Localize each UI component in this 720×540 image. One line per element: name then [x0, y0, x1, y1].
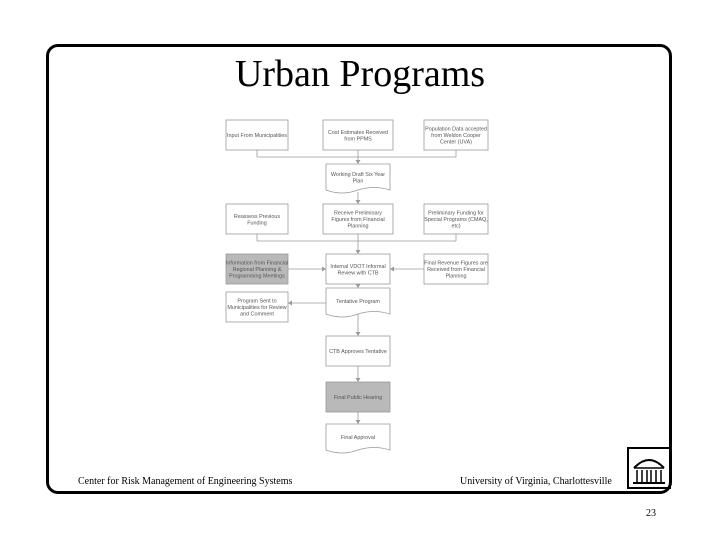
flow-node-ctb-approves-tentative: CTB Approves Tentative [325, 335, 391, 367]
flow-node-box [225, 203, 289, 235]
flow-node-box [325, 253, 391, 285]
flow-node-box [423, 203, 489, 235]
flow-node-label: Population Data accepted [425, 127, 487, 133]
flow-node-label: Planning [348, 224, 369, 230]
flow-node-box [423, 119, 489, 151]
footer-organization: Center for Risk Management of Engineerin… [78, 476, 293, 487]
flow-node-label: Input From Municipalities [227, 133, 287, 139]
flow-node-label: Figures from Financial [331, 217, 384, 223]
flow-node-label: Final Public Hearing [334, 395, 382, 401]
flow-node-label: and Comment [240, 312, 274, 318]
flow-node-label: from PPMS [344, 136, 372, 142]
connector-arrowhead [355, 160, 361, 164]
slide-title: Urban Programs [234, 53, 486, 95]
footer-university: University of Virginia, Charlottesville [460, 476, 612, 487]
flow-node-label: Information from Financial [226, 261, 288, 267]
flow-node-label: Regional Planning & [233, 267, 282, 273]
flow-node-label: Program Sent to [237, 299, 276, 305]
flow-node-label: Special Programs (CMAQ, [424, 217, 488, 223]
connector-arrowhead [355, 420, 361, 424]
flow-node-label: Plan [353, 178, 364, 184]
connector-arrowhead [355, 378, 361, 382]
slide-frame [46, 44, 672, 494]
flow-node-label: Working Draft Six Year [331, 172, 385, 178]
flow-node-label: Funding [247, 220, 266, 226]
flow-node-label: from Weldon Cooper [431, 133, 481, 139]
connector-arrowhead [288, 300, 292, 306]
flow-node-final-approval: Final Approval [325, 423, 391, 454]
flow-node-label: Programming Meetings [229, 274, 285, 280]
flow-node-label: Review with CTB [337, 270, 378, 276]
flow-node-box [225, 253, 289, 285]
flow-node-label: etc) [452, 224, 461, 230]
flow-node-box [322, 203, 394, 235]
flow-node-tentative-program: Tentative Program [325, 287, 391, 318]
flow-node-label: Tentative Program [336, 299, 380, 305]
flow-node-box [225, 291, 289, 323]
connector-arrowhead [322, 266, 326, 272]
flow-node-box [325, 423, 391, 454]
connector-arrowhead [355, 284, 361, 288]
connector-arrowhead [390, 266, 394, 272]
flow-node-label: Internal VDOT Informal [330, 264, 385, 270]
flow-node-box [322, 119, 394, 151]
flow-node-label: Municipalities for Review [227, 305, 286, 311]
flow-node-label: Cost Estimates Received [328, 130, 388, 136]
flow-node-label: Receive Preliminary [334, 211, 382, 217]
flow-node-label: Reassess Previous [234, 214, 280, 220]
flow-node-box [225, 119, 289, 151]
flow-node-input-from-municipalities: Input From Municipalities [225, 119, 289, 151]
flow-node-box [325, 335, 391, 367]
connector-arrowhead [355, 200, 361, 204]
flow-node-final-public-hearing: Final Public Hearing [325, 381, 391, 413]
flow-node-box [325, 163, 391, 194]
flow-node-label: Preliminary Funding for [428, 211, 484, 217]
flowchart-connectors [256, 150, 457, 424]
university-rotunda-logo-icon [627, 447, 671, 489]
flow-node-box [325, 287, 391, 318]
flow-node-label: CTB Approves Tentative [329, 349, 387, 355]
flow-node-box [325, 381, 391, 413]
flow-node-label: Final Approval [341, 435, 375, 441]
flowchart-nodes: Input From Municipalities Cost Estimates … [225, 119, 489, 454]
flow-node-label: Final Revenue Figures are [424, 261, 488, 267]
connector-arrowhead [355, 250, 361, 254]
flow-node-box [423, 253, 489, 285]
connector-arrowhead [355, 332, 361, 336]
flow-node-label: Center (UVA) [440, 140, 472, 146]
flow-node-label: Planning [446, 274, 467, 280]
flow-node-label: Received from Financial [427, 267, 485, 273]
page-number: 23 [646, 508, 656, 519]
